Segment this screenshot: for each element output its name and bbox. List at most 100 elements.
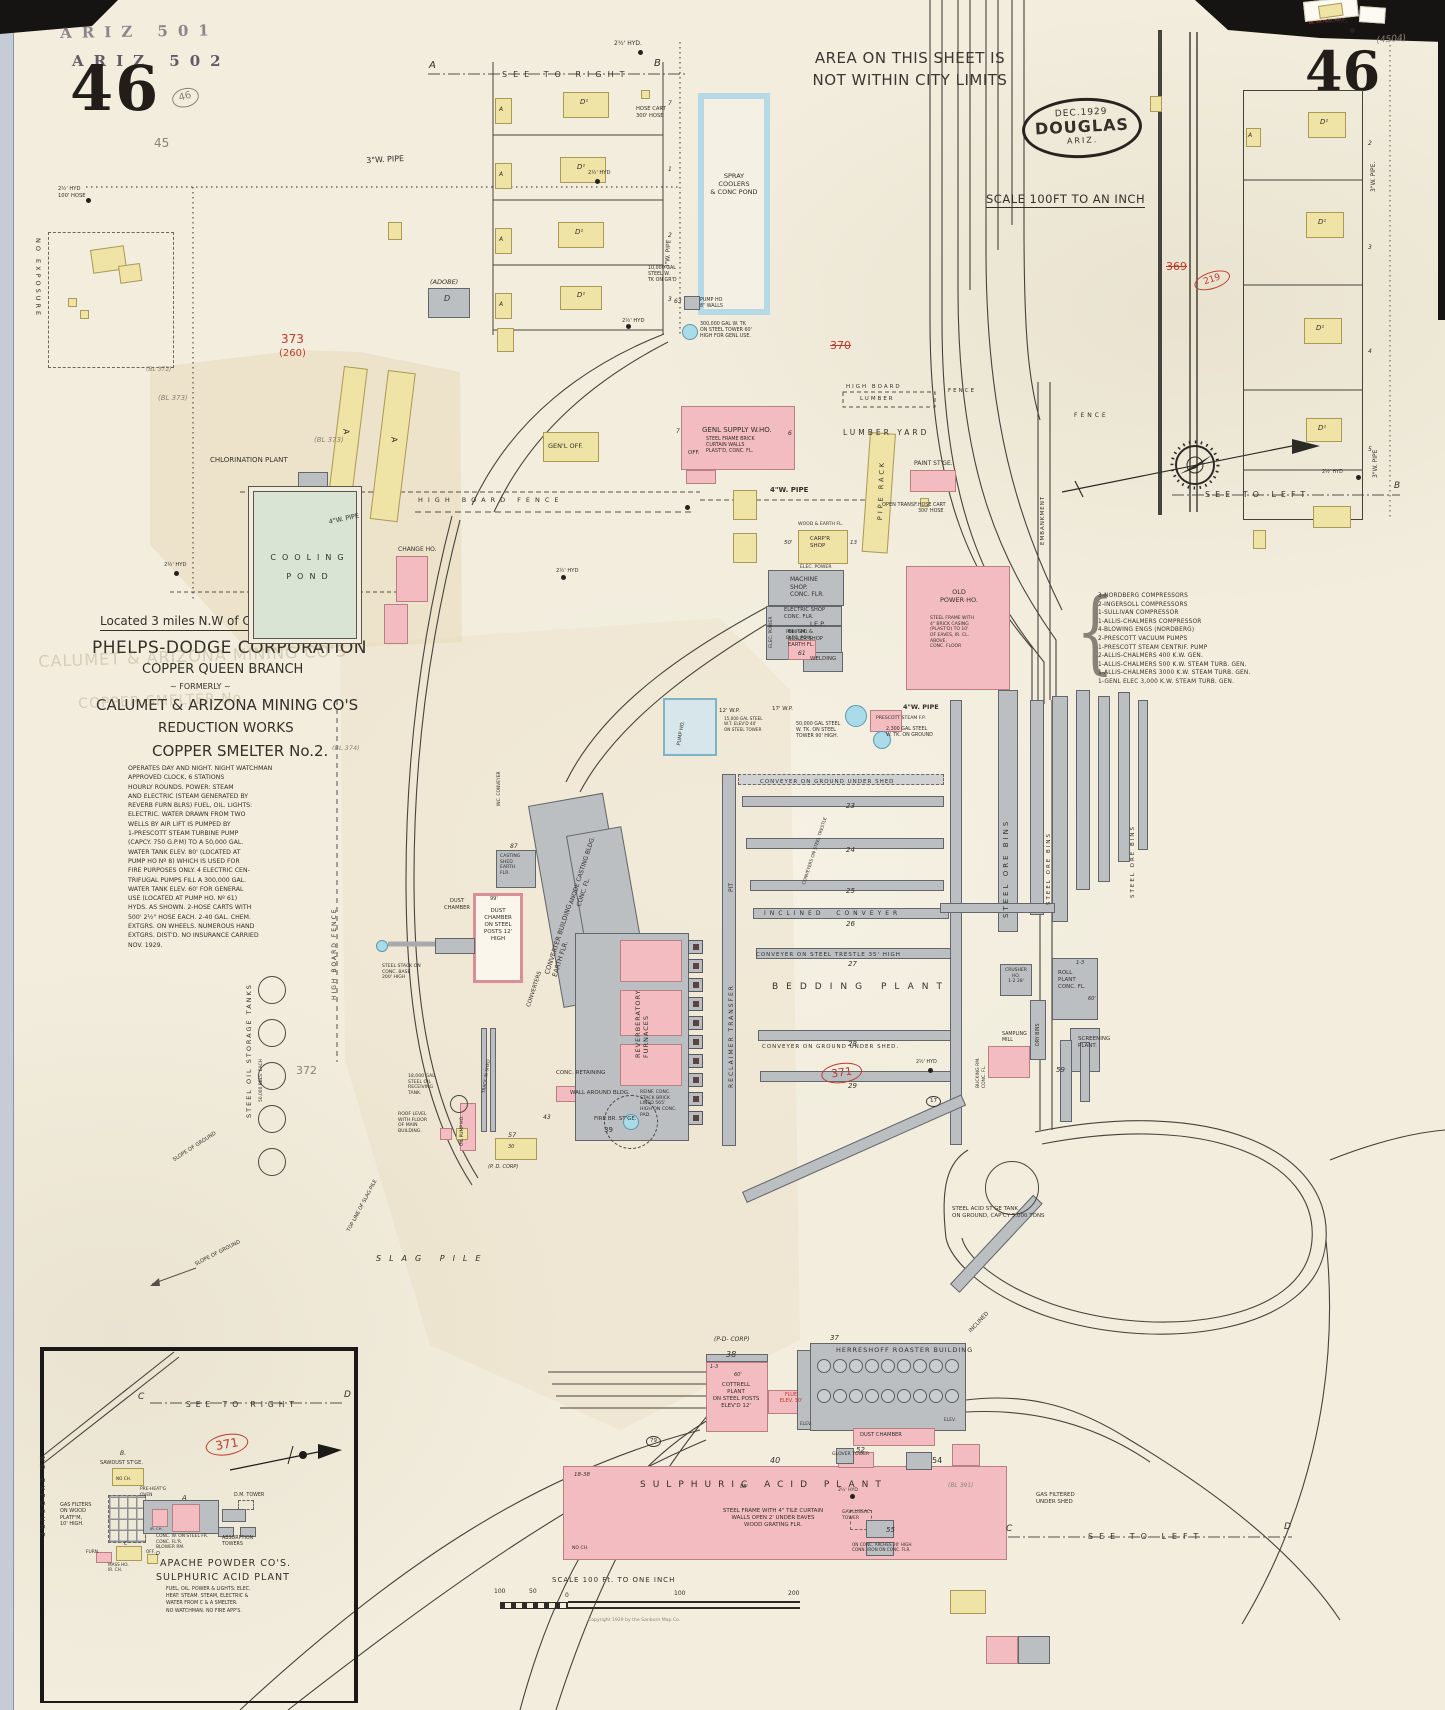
casting-shed [496,850,536,888]
map-label: D [444,294,451,303]
scan-edge-artifact [0,0,1445,320]
equipment-brace: { [1076,580,1115,685]
ore-bins [1030,700,1044,915]
equipment-list-item: 2-PRESCOTT VACUUM PUMPS [1098,635,1188,642]
water-tank [682,324,698,340]
map-label: FLUE ELEV. 30' [779,1392,803,1405]
map-label: GLOVER TOWER [832,1452,870,1457]
red-block-number: 373 [281,332,304,346]
map-label: 40 [770,1456,781,1465]
map-label: IR. CH. [150,1526,163,1531]
map-label: 27 [848,960,857,968]
map-label: 2 [1368,140,1372,147]
map-label: 26 [846,920,855,928]
map-label: A [499,171,504,178]
ore-bins [1098,696,1110,882]
map-label: 1-3 [1076,960,1085,966]
reverberatory-furnaces-label: REVERBERATORY FURNACES [634,989,651,1058]
formerly-note: ~ FORMERLY ~ [170,682,231,691]
building [152,1509,168,1527]
ore-bins [1052,696,1068,922]
roaster [849,1389,863,1403]
building [388,222,402,240]
hydrant-dot [560,574,566,580]
building [688,997,703,1011]
map-label: HOSE CART 300' HOSE [918,503,946,514]
herreshoff-roaster-building [810,1343,966,1431]
map-label: CONVEYER ON GROUND UNDER SHED. [762,1044,900,1050]
lumber-yard-label: LUMBER YARD [843,428,930,437]
map-label: 5 [1368,446,1372,453]
garage [495,293,512,319]
map-label: PUMP HO 8" WALLS [700,298,723,309]
map-label: C [138,1392,145,1402]
stack-base [376,940,388,952]
see-to-right-note: SEE TO RIGHT [186,1400,299,1409]
map-label: D¹ [577,291,586,299]
pump-building [663,698,717,756]
herreshoff-roaster-label: HERRESHOFF ROASTER BUILDING [836,1346,974,1354]
general-supply-warehouse [681,406,795,470]
scale-tick: 50 [529,1588,537,1595]
roaster [945,1359,959,1373]
map-label: DRY BINS [1036,1023,1041,1046]
map-label: STEEL FRAME WITH 4" TILE CURTAIN WALLS O… [722,1508,824,1528]
equipment-list-item: 3-NORDBERG COMPRESSORS [1098,593,1189,599]
pump-house-61 [788,640,816,660]
water-tank-50000 [845,705,867,727]
spray-pond-label: SPRAY COOLERS & CONC POND [710,172,758,197]
map-label: D¹ [1318,424,1327,432]
roaster [865,1359,879,1373]
building [688,978,703,992]
hydrant-dot [637,49,643,55]
dwelling [1304,318,1342,344]
oil-storage-tank [258,1019,286,1047]
map-label: 2,300 GAL STEEL W. TK. ON GROUND [886,727,933,738]
equipment-list-item: 1-SULLIVAN COMPRESSOR [1098,610,1179,617]
area-note-line2: NOT WITHIN CITY LIMITS [812,70,1008,89]
pump-house [684,296,700,310]
building [688,1035,703,1049]
scale-bar-segment [500,1602,568,1609]
sulphuric-acid-plant-label: SULPHURIC ACID PLANT [640,1480,888,1490]
paper-slip [1358,6,1386,24]
former-company-title: CALUMET & ARIZONA MINING CO'S [96,696,359,714]
office [147,1554,158,1564]
map-label: 15,000 GAL STEEL W.T. ELEV'D 40' ON STEE… [724,716,763,732]
map-label: (BL 373) [314,436,344,444]
copyright-note: Copyright 1929 by the Sanborn Map Co. [588,1618,681,1623]
chlorination-plant-label: CHLORINATION PLANT [210,456,288,464]
equipment-list-item: 1-ALLIS-CHALMERS 3000 K.W. STEAM TURB. G… [1098,670,1251,677]
general-office [543,432,599,462]
map-label: 2½' HYD [588,170,611,176]
hydrant-dot [85,197,91,203]
map-label: 1-3 [710,1364,719,1370]
map-label: ELECTRIC SHOP CONC. FLR. [784,607,826,620]
legend-swatch-yellow [950,1590,986,1614]
map-label: OFF. [146,1549,155,1554]
map-label: FENCE [1074,412,1109,419]
building [1150,96,1162,112]
conveyor [750,880,944,891]
map-label: A [1248,132,1253,139]
scale-tick: 200 [788,1590,800,1597]
map-label: 3"W. PIPE. [1370,161,1377,192]
map-label: 2½' HYD [556,568,579,574]
adobe-dwelling [428,288,470,318]
building [118,262,143,284]
map-label: 37 [830,1334,839,1342]
map-label: NO CH. [572,1546,589,1551]
map-label: 12' W.P. [719,708,741,714]
map-label: 30 [508,1144,515,1150]
area-note: AREA ON THIS SHEET IS NOT WITHIN CITY LI… [810,48,1010,92]
map-label: (260) [279,348,306,359]
map-label: 17 [926,1096,941,1107]
map-label: 4 [1368,348,1372,355]
map-label: STEEL FRAME WITH 4" BRICK CASING (PLAST'… [930,616,974,650]
bucking-room [988,1046,1030,1078]
absorption-tower [222,1509,246,1522]
roaster [881,1389,895,1403]
acid-storage-tank [985,1161,1039,1215]
